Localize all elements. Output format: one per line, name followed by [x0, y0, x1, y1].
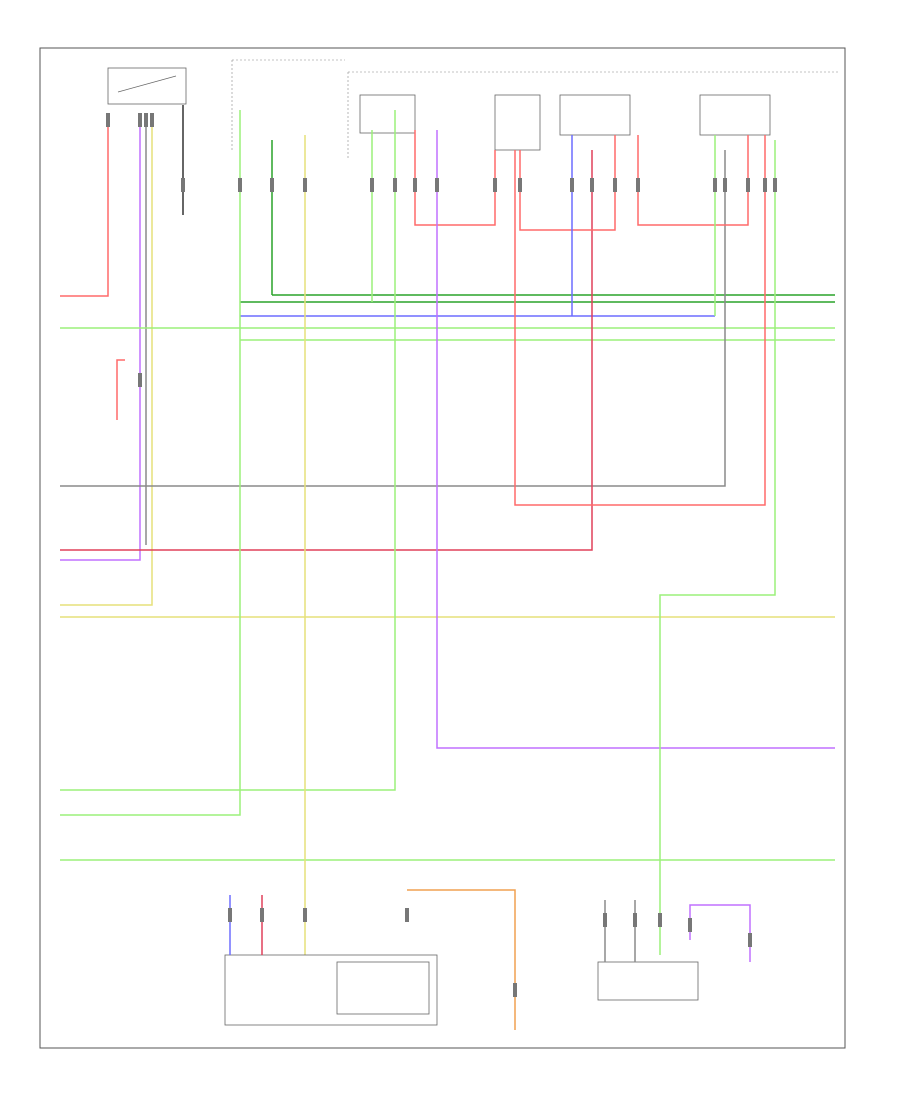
wire-yellow-1	[60, 115, 153, 606]
connector-tick	[150, 113, 154, 127]
wire-v-red-switch	[414, 130, 496, 226]
connector-tick	[748, 933, 752, 947]
wire-bus-green-3	[60, 110, 396, 791]
connector-tick	[181, 178, 185, 192]
connector-tick	[633, 913, 637, 927]
relay-switch-1	[359, 94, 416, 134]
wire-red-1	[60, 120, 109, 297]
dashed-fuse-region	[231, 59, 840, 158]
wire-v-red-connector	[514, 135, 766, 506]
top-left-switch	[107, 67, 187, 105]
relay-switch-2	[494, 94, 541, 151]
connector-tick	[493, 178, 497, 192]
switch-box	[107, 67, 187, 105]
connector-tick	[144, 113, 148, 127]
wire-purple-1	[60, 115, 141, 561]
connector-tick	[238, 178, 242, 192]
connector-tick	[303, 908, 307, 922]
connector-tick	[570, 178, 574, 192]
connector-tick	[106, 113, 110, 127]
connector-tick	[513, 983, 517, 997]
connector-tick	[270, 178, 274, 192]
connector-tick	[435, 178, 439, 192]
wire-bus-red-dark	[60, 150, 593, 551]
connector-tick	[773, 178, 777, 192]
wire-v-purple-long	[436, 130, 835, 749]
wires	[60, 105, 835, 955]
diagram-frame	[39, 47, 846, 1049]
connector-tick	[613, 178, 617, 192]
connector-tick	[393, 178, 397, 192]
control-module-inner	[336, 961, 430, 1015]
wire-v-red-right	[637, 135, 749, 226]
wire-v-green-far	[659, 140, 776, 955]
relay-switches	[359, 94, 771, 151]
connector-tick	[603, 913, 607, 927]
connector-tick	[636, 178, 640, 192]
connector-tick	[746, 178, 750, 192]
connector-tick	[303, 178, 307, 192]
wire-relay-purple	[689, 904, 751, 962]
connector-tick	[518, 178, 522, 192]
connector-tick	[138, 113, 142, 127]
wire-ground-mid	[116, 359, 125, 420]
bottom-module	[224, 889, 516, 1030]
connector-tick	[413, 178, 417, 192]
connector-tick	[713, 178, 717, 192]
wire-bus-gray	[60, 150, 726, 487]
connector-tick	[260, 908, 264, 922]
relay-module	[597, 961, 699, 1001]
relay-switch-4	[699, 94, 771, 136]
connector-tick	[723, 178, 727, 192]
connector-tick	[138, 373, 142, 387]
right-bottom-module	[597, 900, 751, 1001]
connector-tick	[405, 908, 409, 922]
connector-tick	[590, 178, 594, 192]
relay-switch-3	[559, 94, 631, 136]
connector-tick	[370, 178, 374, 192]
connector-tick	[688, 918, 692, 932]
connector-tick	[658, 913, 662, 927]
connector-tick	[228, 908, 232, 922]
connector-tick	[763, 178, 767, 192]
wire-bus-green-4	[60, 110, 241, 816]
connector-ticks	[106, 113, 777, 997]
